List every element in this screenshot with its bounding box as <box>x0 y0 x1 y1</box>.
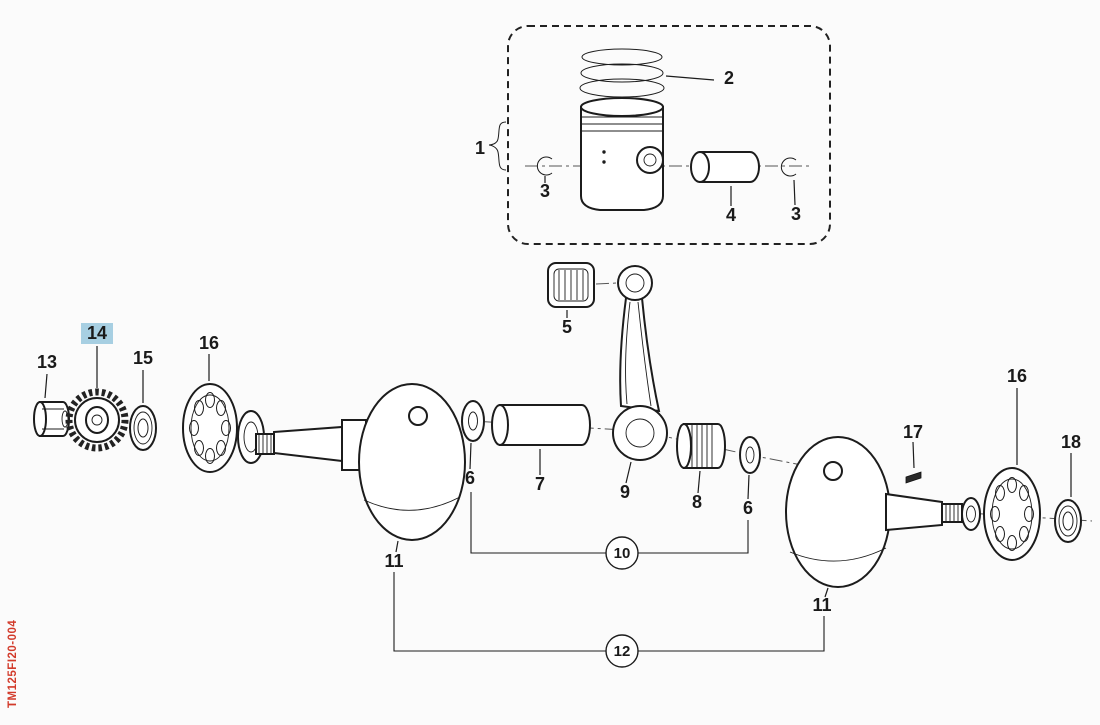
piston-group-brace <box>488 121 507 171</box>
wrist-pin-drawing <box>690 151 760 183</box>
drawing-code-watermark: TM125FI20-004 <box>7 620 19 708</box>
thrust-washer-left-drawing <box>461 400 485 442</box>
callout-15[interactable]: 15 <box>133 348 153 368</box>
piston-group-box <box>507 25 831 245</box>
connecting-rod-drawing <box>612 265 668 461</box>
callout-16-right[interactable]: 16 <box>1007 366 1027 386</box>
callout-13[interactable]: 13 <box>37 352 57 372</box>
callout-16-left[interactable]: 16 <box>199 333 219 353</box>
leader-lines <box>44 75 1072 598</box>
big-end-bearing-drawing <box>676 423 726 469</box>
oil-seal-left-drawing <box>129 405 157 451</box>
callout-7[interactable]: 7 <box>535 474 545 494</box>
main-bearing-left-drawing <box>182 383 265 473</box>
callout-3-left[interactable]: 3 <box>540 181 550 201</box>
circlip-left-drawing <box>536 156 553 176</box>
piston-drawing <box>580 97 664 211</box>
main-bearing-right-drawing <box>961 467 1041 561</box>
callout-12[interactable]: 12 <box>614 643 631 660</box>
callout-10-circle <box>605 536 639 570</box>
thrust-washer-right-drawing <box>739 436 761 474</box>
callout-3-right[interactable]: 3 <box>791 204 801 224</box>
callout-2[interactable]: 2 <box>724 68 734 88</box>
woodruff-key-drawing <box>905 471 922 484</box>
callout-1[interactable]: 1 <box>475 138 485 158</box>
callout-6-left[interactable]: 6 <box>465 468 475 488</box>
callout-8[interactable]: 8 <box>692 492 702 512</box>
crank-web-left-drawing <box>255 383 466 541</box>
callout-6-right[interactable]: 6 <box>743 498 753 518</box>
crank-web-right-drawing <box>785 436 963 588</box>
callout-4[interactable]: 4 <box>726 205 736 225</box>
callout-12-circle <box>605 634 639 668</box>
piston-rings-drawing <box>579 48 665 98</box>
nut-drawing <box>33 401 70 437</box>
group-bracket-10 <box>470 492 749 554</box>
callout-14[interactable]: 14 <box>87 323 107 343</box>
group-bracket-12 <box>393 572 825 652</box>
small-end-bearing-drawing <box>547 262 595 308</box>
callout-9[interactable]: 9 <box>620 482 630 502</box>
callout-11-left[interactable]: 11 <box>384 551 403 571</box>
callout-labels: 1 2 3 3 4 5 6 7 8 6 9 11 11 13 14 15 16 … <box>37 68 1081 668</box>
callout-5[interactable]: 5 <box>562 317 572 337</box>
callout-14-highlight <box>81 323 113 344</box>
circlip-right-drawing <box>780 157 797 177</box>
primary-gear-drawing <box>65 388 129 452</box>
callout-11-right[interactable]: 11 <box>812 595 831 615</box>
crank-pin-drawing <box>491 404 591 446</box>
callout-18[interactable]: 18 <box>1061 432 1081 452</box>
callout-17[interactable]: 17 <box>903 422 923 442</box>
callout-10[interactable]: 10 <box>614 545 631 562</box>
oil-seal-right-drawing <box>1054 499 1082 543</box>
